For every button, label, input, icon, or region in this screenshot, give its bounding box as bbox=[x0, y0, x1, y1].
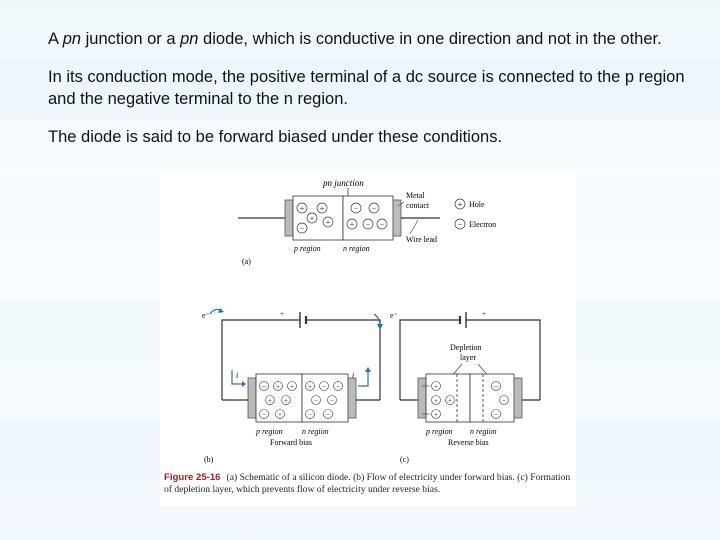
panel-c-label: (c) bbox=[400, 455, 409, 464]
svg-text:+: + bbox=[434, 383, 438, 391]
diode-figure: pn junction + + + + − − − + − − p region… bbox=[160, 172, 576, 506]
svg-text:+: + bbox=[350, 220, 355, 229]
figure-number: Figure 25-16 bbox=[164, 472, 221, 483]
pn-junction-label: pn junction bbox=[322, 178, 364, 188]
svg-text:−: − bbox=[326, 411, 330, 419]
diode-diagram: pn junction + + + + − − − + − − p region… bbox=[202, 178, 541, 464]
panel-a: pn junction + + + + − − − + − − p region… bbox=[238, 178, 496, 266]
svg-text:+: + bbox=[268, 397, 272, 405]
svg-text:+: + bbox=[434, 411, 438, 419]
svg-text:+: + bbox=[458, 200, 463, 209]
electron-label-b-right: e⁻ bbox=[390, 311, 398, 320]
electron-legend-label: Electron bbox=[469, 220, 496, 229]
depletion-label-2: layer bbox=[460, 353, 476, 362]
current-label-b-right: i bbox=[352, 371, 354, 380]
svg-text:−: − bbox=[380, 220, 385, 229]
current-label-b-left: i bbox=[236, 371, 238, 380]
svg-text:−: − bbox=[314, 397, 318, 405]
depletion-label: Depletion bbox=[450, 343, 482, 352]
svg-text:+: + bbox=[290, 383, 294, 391]
paragraph-pn-junction: A pn junction or a pn diode, which is co… bbox=[48, 30, 662, 48]
n-region-block bbox=[342, 195, 394, 241]
svg-text:−: − bbox=[494, 411, 498, 419]
hole-legend-label: Hole bbox=[469, 200, 485, 209]
n-region-label-c: n region bbox=[470, 427, 497, 436]
svg-text:−: − bbox=[262, 383, 266, 391]
panel-b-label: (b) bbox=[204, 455, 214, 464]
figure-caption: Figure 25-16(a) Schematic of a silicon d… bbox=[164, 472, 574, 496]
panel-c: + Depletion layer + + + + − − − bbox=[399, 310, 541, 464]
p-region-label-c: p region bbox=[425, 427, 453, 436]
panel-a-label: (a) bbox=[242, 257, 251, 266]
p-region-label-a: p region bbox=[293, 244, 321, 253]
electron-label-b-left: e⁻ bbox=[202, 311, 210, 320]
svg-text:+: + bbox=[278, 411, 282, 419]
svg-text:−: − bbox=[458, 220, 463, 229]
svg-text:+: + bbox=[308, 383, 312, 391]
svg-text:+: + bbox=[326, 218, 331, 227]
svg-text:−: − bbox=[366, 220, 371, 229]
svg-text:−: − bbox=[262, 411, 266, 419]
svg-text:−: − bbox=[354, 204, 359, 213]
svg-text:+: + bbox=[434, 397, 438, 405]
metal-contact-label-2: contact bbox=[406, 201, 430, 210]
svg-text:−: − bbox=[308, 411, 312, 419]
n-region-label-b: n region bbox=[302, 427, 329, 436]
svg-text:−: − bbox=[372, 204, 377, 213]
wire-lead-label: Wire lead bbox=[406, 235, 437, 244]
metal-contact-right bbox=[392, 199, 402, 237]
reverse-bias-label: Reverse bias bbox=[448, 438, 489, 447]
svg-text:+: + bbox=[284, 397, 288, 405]
svg-text:−: − bbox=[330, 397, 334, 405]
svg-text:+: + bbox=[320, 204, 325, 213]
svg-text:+: + bbox=[280, 310, 284, 318]
panel-b: + e⁻ e⁻ i i − + + + + − bbox=[202, 308, 398, 464]
p-region-label-b: p region bbox=[255, 427, 283, 436]
italic-pn: pn bbox=[180, 30, 199, 48]
svg-text:+: + bbox=[276, 383, 280, 391]
svg-text:−: − bbox=[322, 383, 326, 391]
svg-text:+: + bbox=[310, 214, 315, 223]
svg-text:−: − bbox=[336, 383, 340, 391]
metal-contact-left bbox=[284, 199, 294, 237]
paragraph-conduction-mode: In its conduction mode, the positive ter… bbox=[48, 68, 685, 108]
slide-text: A pn junction or a pn diode, which is co… bbox=[48, 28, 688, 164]
n-region-label-a: n region bbox=[343, 244, 370, 253]
caption-text: (a) Schematic of a silicon diode. (b) Fl… bbox=[164, 472, 571, 495]
p-region-block bbox=[292, 195, 344, 241]
svg-text:−: − bbox=[502, 397, 506, 405]
svg-text:−: − bbox=[300, 224, 305, 233]
svg-text:+: + bbox=[300, 204, 305, 213]
svg-text:−: − bbox=[494, 383, 498, 391]
paragraph-forward-biased: The diode is said to be forward biased u… bbox=[48, 128, 503, 146]
svg-text:+: + bbox=[482, 310, 486, 318]
svg-text:+: + bbox=[448, 397, 452, 405]
italic-pn: pn bbox=[62, 30, 82, 48]
hole-legend-icon bbox=[454, 198, 466, 210]
metal-contact-label: Metal bbox=[406, 191, 425, 200]
electron-legend-icon bbox=[454, 218, 466, 230]
forward-bias-label: Forward bias bbox=[270, 438, 312, 447]
